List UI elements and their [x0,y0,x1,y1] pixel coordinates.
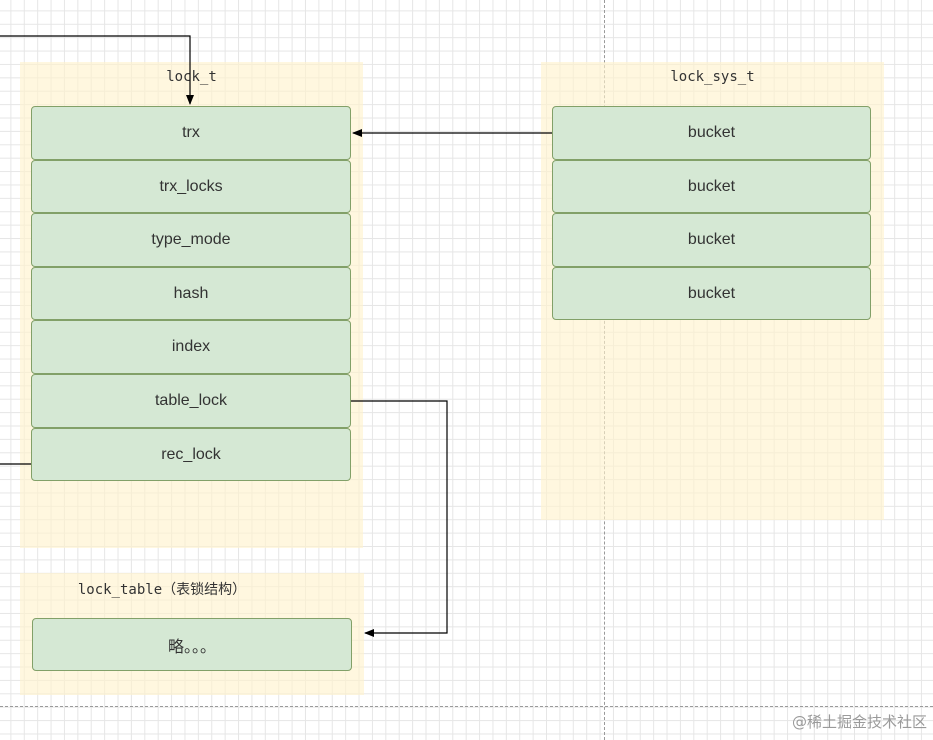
lock-table-title: lock_table（表锁结构） [77,582,247,598]
lock-sys-t-bucket-4[interactable]: bucket [552,267,871,320]
lock-t-field-trx[interactable]: trx [31,106,351,160]
page-guide-horizontal [0,706,933,707]
edge-table-lock-to-lock-table[interactable] [351,400,448,637]
lock-t-field-hash[interactable]: hash [31,267,351,320]
watermark-label: @稀土掘金技术社区 [791,713,927,731]
lock-t-title: lock_t [166,69,217,85]
lock-sys-t-bucket-2[interactable]: bucket [552,160,871,213]
lock-t-field-trx-locks[interactable]: trx_locks [31,160,351,213]
edge-incoming-to-trx[interactable] [0,35,194,105]
lock-t-field-rec-lock[interactable]: rec_lock [31,428,351,481]
lock-sys-t-bucket-3[interactable]: bucket [552,213,871,267]
lock-t-field-type-mode[interactable]: type_mode [31,213,351,267]
lock-sys-t-bucket-1[interactable]: bucket [552,106,871,160]
lock-t-field-index[interactable]: index [31,320,351,374]
lock-sys-t-title: lock_sys_t [670,69,755,85]
lock-t-field-table-lock[interactable]: table_lock [31,374,351,428]
lock-table-field-omitted[interactable]: 略。。。 [32,618,352,671]
